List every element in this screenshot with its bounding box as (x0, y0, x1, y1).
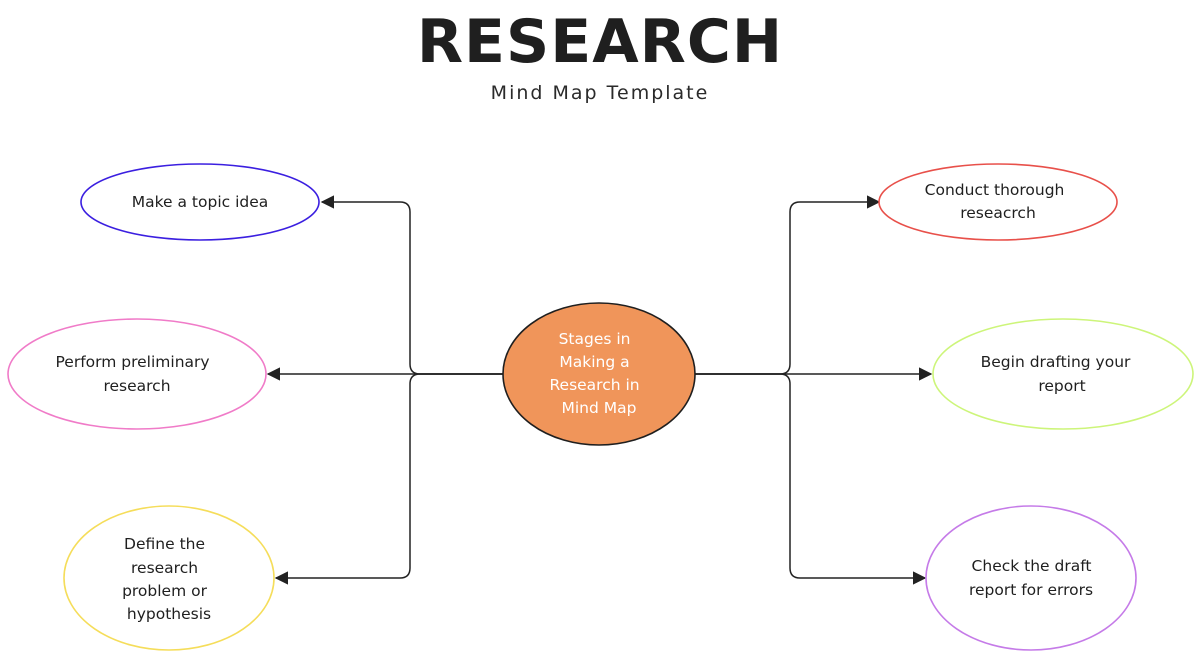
node-drafting-text: Begin drafting your report (981, 353, 1136, 395)
connector-conduct (695, 195, 881, 375)
node-define-shape (63, 505, 275, 651)
node-check-text: Check the draft report for errors (969, 557, 1097, 599)
node-check: Check the draft report for errors (925, 505, 1137, 651)
center-node-text: Stages in Making a Research in Mind Map (549, 330, 644, 417)
node-topic: Make a topic idea (80, 163, 320, 241)
node-preliminary: Perform preliminary research (7, 318, 267, 430)
node-topic-shape (80, 163, 320, 241)
node-conduct: Conduct thorough reseacrch (878, 163, 1118, 241)
node-preliminary-shape (7, 318, 267, 430)
connectors (266, 195, 933, 585)
diagram-subtitle: Mind Map Template (490, 82, 710, 104)
connector-topic (320, 195, 503, 375)
node-define-text: Define the research problem or hypothesi… (122, 535, 212, 623)
node-preliminary-text: Perform preliminary research (56, 353, 215, 395)
node-conduct-text: Conduct thorough reseacrch (925, 181, 1070, 222)
diagram-title: RESEARCH (416, 7, 784, 77)
node-topic-text: Make a topic idea (132, 193, 269, 211)
center-node: Stages in Making a Research in Mind Map (502, 302, 696, 446)
center-node-shape (502, 302, 696, 446)
node-drafting-shape (932, 318, 1194, 430)
node-check-shape (925, 505, 1137, 651)
node-define: Define the research problem or hypothesi… (63, 505, 275, 651)
connector-check (695, 373, 927, 585)
connector-define (274, 373, 503, 585)
node-conduct-shape (878, 163, 1118, 241)
node-drafting: Begin drafting your report (932, 318, 1194, 430)
